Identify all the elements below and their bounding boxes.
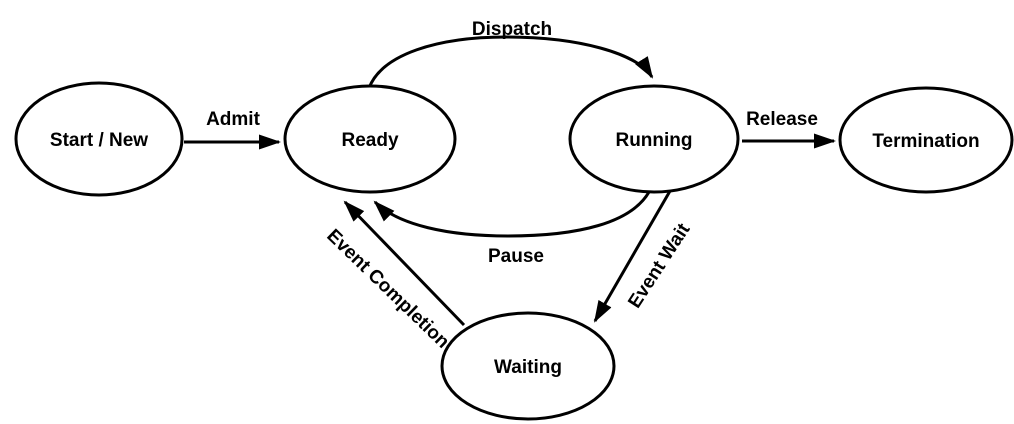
pause-label: Pause (488, 246, 544, 267)
dispatch-arrow (367, 35, 654, 89)
ready-ellipse (283, 84, 457, 194)
state-node-running: Running (568, 84, 740, 194)
edge-event-completion: Event Completion (322, 200, 466, 353)
admit-label: Admit (206, 109, 261, 130)
edge-event-wait: Event Wait (593, 190, 695, 323)
event-wait-label: Event Wait (624, 219, 694, 312)
running-label: Running (615, 130, 692, 151)
state-node-termination: Termination (838, 86, 1014, 194)
release-label: Release (746, 109, 818, 130)
edge-admit: Admit (184, 109, 281, 150)
state-node-waiting: Waiting (440, 311, 616, 421)
dispatch-label: Dispatch (472, 19, 552, 40)
waiting-label: Waiting (494, 357, 562, 378)
event-wait-arrow (593, 190, 672, 323)
event-completion-arrow (343, 200, 466, 327)
start-new-ellipse (14, 81, 184, 197)
edge-pause: Pause (373, 191, 651, 267)
edge-release: Release (742, 109, 836, 149)
termination-label: Termination (872, 131, 979, 152)
state-node-start-new: Start / New (14, 81, 184, 197)
pause-arrow (373, 191, 651, 238)
termination-ellipse (838, 86, 1014, 194)
start-new-label: Start / New (50, 130, 148, 151)
state-node-ready: Ready (283, 84, 457, 194)
running-ellipse (568, 84, 740, 194)
edge-dispatch: Dispatch (367, 19, 654, 89)
ready-label: Ready (341, 130, 398, 151)
waiting-ellipse (440, 311, 616, 421)
